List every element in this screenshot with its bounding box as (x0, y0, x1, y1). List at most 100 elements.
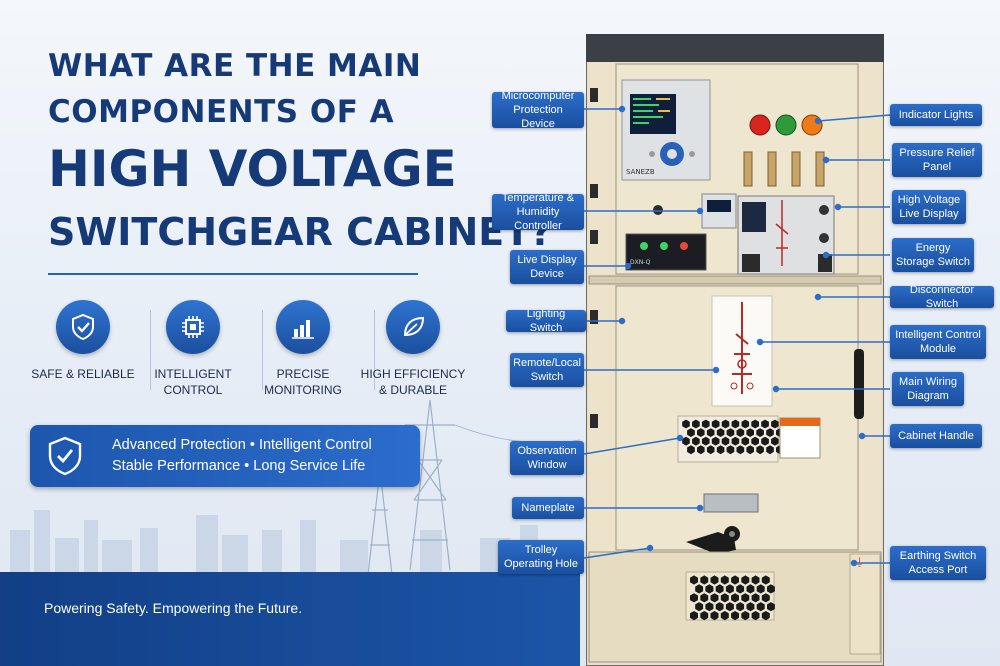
vent-hole (761, 575, 770, 585)
callout-lighting-switch: Lighting Switch (506, 308, 586, 334)
controller-screen (707, 200, 731, 212)
callout-main-wiring-diagram: Main Wiring Diagram (892, 372, 964, 406)
vent-hole (726, 445, 735, 455)
callout-observation-window: Observation Window (510, 441, 584, 475)
trolley-operating-hole (686, 526, 740, 554)
vent-hole (751, 419, 759, 429)
knob-icon (653, 205, 663, 215)
vent-hole (695, 602, 704, 612)
vent-hole (736, 428, 745, 437)
vent-hole (746, 428, 754, 437)
nameplate (703, 493, 759, 513)
tagline: Powering Safety. Empowering the Future. (44, 600, 303, 616)
title-line-1: WHAT ARE THE MAIN (48, 48, 422, 84)
vent-hole (720, 575, 729, 585)
callout-live-display-device: Live Display Device (510, 250, 584, 284)
vent-hole (690, 593, 698, 603)
vent-hole (721, 436, 730, 446)
observation-window (677, 415, 784, 463)
vent-hole (746, 584, 755, 594)
vent-hole (731, 611, 739, 621)
feature-label: PRECISE MONITORING (264, 367, 342, 397)
callout-cabinet-handle: Cabinet Handle (890, 424, 982, 448)
vent-hole (692, 419, 700, 429)
vent-hole (720, 611, 729, 621)
leaf-icon (386, 300, 440, 354)
vent-hole (711, 419, 720, 429)
vent-hole (756, 584, 765, 594)
vent-hole (715, 602, 724, 612)
chip-icon (166, 300, 220, 354)
display-screen (742, 202, 766, 232)
bar-chart-icon (276, 300, 330, 354)
vent-hole (725, 602, 734, 612)
vent-hole (701, 419, 710, 429)
callout-intelligent-control-module: Intelligent Control Module (890, 325, 986, 359)
vent-hole (725, 584, 734, 594)
led-icon (640, 242, 648, 250)
vent-hole (710, 575, 719, 585)
vent-hole (731, 419, 740, 429)
feature-intelligent-control: INTELLIGENT CONTROL (138, 300, 248, 398)
vent-hole (751, 593, 760, 603)
vent-hole (690, 611, 698, 621)
vent-hole (766, 428, 774, 437)
vent-hole (741, 436, 750, 446)
vent-hole (736, 602, 745, 612)
vent-hole (682, 436, 690, 446)
vent-hole (761, 593, 770, 603)
vent-hole (736, 584, 745, 594)
callout-earthing-switch-access-port: Earthing Switch Access Port (890, 546, 986, 580)
vent-hole (741, 575, 750, 585)
switch-knob-icon (819, 233, 829, 243)
live-display-device (625, 233, 707, 271)
vent-hole (687, 428, 695, 437)
panel-label: DXN-Q (630, 259, 651, 266)
pressure-relief-panel (743, 151, 825, 187)
vent-hole (771, 419, 779, 429)
vent-hole (700, 593, 709, 603)
vent-hole (751, 611, 760, 621)
callout-pressure-relief-panel: Pressure Relief Panel (892, 143, 982, 177)
feature-high-efficiency: HIGH EFFICIENCY & DURABLE (358, 300, 468, 398)
vent-hole (736, 445, 745, 455)
vent-hole (756, 602, 765, 612)
vent-hole (701, 436, 710, 446)
vent-hole (761, 611, 770, 621)
shield-check-icon (56, 300, 110, 354)
vent-hole (741, 419, 750, 429)
vent-hole (731, 593, 739, 603)
vent-hole (761, 419, 769, 429)
led-icon (680, 242, 688, 250)
banner-text-line-2: Stable Performance • Long Service Life (112, 458, 366, 474)
banner-text-line-1: Advanced Protection • Intelligent Contro… (112, 437, 372, 453)
vent-hole (697, 445, 705, 455)
vent-hole (746, 602, 755, 612)
vent-hole (705, 602, 714, 612)
vent-hole (692, 436, 700, 446)
vent-hole (761, 436, 769, 446)
microcomputer-protection-device: SANEZB (621, 79, 711, 181)
vent-hole (715, 584, 724, 594)
feature-label: INTELLIGENT CONTROL (154, 367, 232, 397)
vent-hole (767, 584, 775, 594)
title-line-3: HIGH VOLTAGE (48, 140, 457, 198)
vent-hole (751, 575, 760, 585)
energy-storage-switch (742, 254, 760, 272)
vent-hole (706, 428, 715, 437)
callout-high-voltage-live-display: High Voltage Live Display (892, 190, 966, 224)
feature-divider (150, 310, 151, 390)
callout-energy-storage-switch: Energy Storage Switch (892, 238, 974, 272)
feature-label: SAFE & RELIABLE (31, 367, 135, 381)
callout-nameplate: Nameplate (512, 497, 584, 519)
vent-hole (741, 611, 750, 621)
device-brand: SANEZB (626, 168, 655, 176)
vent-hole (726, 428, 735, 437)
vent-hole (721, 419, 730, 429)
main-wiring-diagram (711, 295, 773, 407)
switch-knob-icon (819, 205, 829, 215)
vent-hole (687, 445, 695, 455)
cabinet-handle (854, 349, 864, 419)
callout-trolley-operating-hole: Trolley Operating Hole (498, 540, 584, 574)
